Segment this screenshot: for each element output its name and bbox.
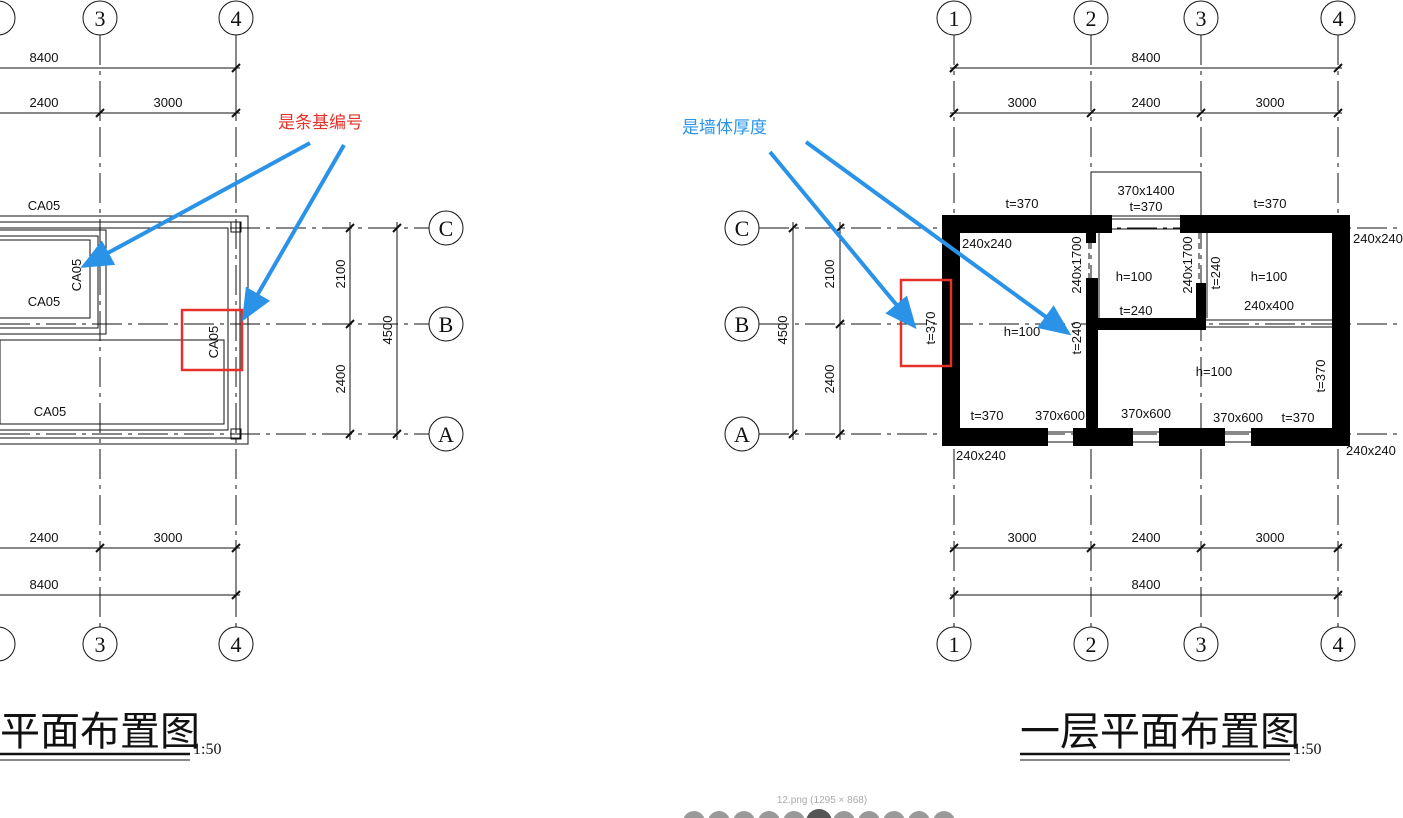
label-t240-vert-mid: t=240: [1069, 322, 1084, 355]
left-plan-labels: 3 4 3 4 C B A 8400 2400 3000 2400 3000 8…: [0, 6, 454, 761]
axis-label-3-top: 3: [95, 6, 106, 31]
thumbnail-dot[interactable]: [933, 811, 955, 818]
dim-top-seg2-r: 2400: [1132, 95, 1161, 110]
label-v1700-a: 240x1700: [1069, 236, 1084, 293]
label-w370x600-c: 370x600: [1213, 410, 1263, 425]
axis-label-4-top-r: 4: [1333, 6, 1344, 31]
dim-top-seg3-r: 3000: [1256, 95, 1285, 110]
thumbnail-dot[interactable]: [858, 811, 880, 818]
axis-label-B-r: B: [735, 312, 750, 337]
label-opening-top: 370x1400: [1117, 183, 1174, 198]
label-h100-c: h=100: [1004, 324, 1041, 339]
strip-label-bottom: CA05: [34, 404, 67, 419]
dim-side-lower-r: 2400: [822, 365, 837, 394]
axis-label-1-top: 1: [949, 6, 960, 31]
note-wall-thickness: 是墙体厚度: [682, 118, 767, 138]
axis-label-3-bottom: 3: [95, 632, 106, 657]
dim-side-total: 4500: [380, 316, 395, 345]
strip-label-vert-left: CA05: [69, 259, 84, 292]
axis-label-2-bottom: 2: [1086, 632, 1097, 657]
label-col-tl: 240x240: [962, 236, 1012, 251]
axis-label-3-bottom-r: 3: [1196, 632, 1207, 657]
dim-bottom-total-r: 8400: [1132, 577, 1161, 592]
label-h100-b: h=100: [1251, 269, 1288, 284]
label-t370-right-vert: t=370: [1313, 360, 1328, 393]
label-t240-mid: t=240: [1120, 303, 1153, 318]
thumbnail-dot[interactable]: [908, 811, 930, 818]
dim-top-seg1-r: 3000: [1008, 95, 1037, 110]
dim-top-seg2: 3000: [154, 95, 183, 110]
label-w370x600-b: 370x600: [1121, 406, 1171, 421]
thumbnail-dot[interactable]: [806, 809, 832, 818]
axis-label-4-top: 4: [231, 6, 242, 31]
label-t370-bottomleft: t=370: [971, 408, 1004, 423]
dim-top-seg1: 2400: [30, 95, 59, 110]
dim-top-total: 8400: [30, 50, 59, 65]
label-t370-left: t=370: [923, 312, 938, 345]
axis-label-4-bottom: 4: [231, 632, 242, 657]
axis-label-C-r: C: [735, 216, 750, 241]
dim-side-upper-r: 2100: [822, 260, 837, 289]
thumbnail-dot[interactable]: [883, 811, 905, 818]
label-col-bl: 240x240: [956, 448, 1006, 463]
dim-bottom-seg3-r: 3000: [1256, 530, 1285, 545]
thumbnail-dot[interactable]: [733, 811, 755, 818]
dim-top-total-r: 8400: [1132, 50, 1161, 65]
thumbnail-dot[interactable]: [758, 811, 780, 818]
right-plan-labels: 1 2 3 4 1 2 3 4 C B A 8400 3000 2400 300…: [682, 6, 1403, 761]
label-t370-topleft: t=370: [1006, 196, 1039, 211]
label-v1700-b: 240x1700: [1180, 236, 1195, 293]
label-t240-vert-right: t=240: [1208, 257, 1223, 290]
right-plan-title: 一层平面布置图: [1020, 709, 1300, 755]
thumbnail-strip[interactable]: [683, 809, 955, 818]
highlight-box-strip-label: [180, 308, 244, 372]
right-plan-scale: 1:50: [1293, 741, 1321, 758]
left-plan-scale: 1:50: [193, 741, 221, 758]
axis-bubble-left-bottom-partial: [0, 626, 16, 662]
axis-label-1-bottom: 1: [949, 632, 960, 657]
label-h100-a: h=100: [1116, 269, 1153, 284]
thumbnail-dot[interactable]: [708, 811, 730, 818]
axis-label-4-bottom-r: 4: [1333, 632, 1344, 657]
dim-bottom-seg1-r: 3000: [1008, 530, 1037, 545]
label-col-br: 240x240: [1346, 443, 1396, 458]
thumbnail-dot[interactable]: [683, 811, 705, 818]
label-col-tr: 240x240: [1353, 231, 1403, 246]
axis-bubble-left-top-partial: [0, 0, 16, 36]
dim-side-total-r: 4500: [775, 316, 790, 345]
axis-label-C: C: [439, 216, 454, 241]
label-opening-top-t: t=370: [1130, 199, 1163, 214]
right-plan-walls: [942, 215, 1350, 446]
label-t370-bottomright: t=370: [1282, 410, 1315, 425]
dim-bottom-seg1: 2400: [30, 530, 59, 545]
dim-bottom-total: 8400: [30, 577, 59, 592]
strip-label-vert-right: CA05: [206, 326, 221, 359]
label-h100-d: h=100: [1196, 364, 1233, 379]
thumbnail-dot[interactable]: [833, 811, 855, 818]
axis-label-3-top-r: 3: [1196, 6, 1207, 31]
note-strip-foundation-id: 是条基编号: [278, 113, 363, 133]
axis-label-2-top: 2: [1086, 6, 1097, 31]
axis-label-A-r: A: [734, 422, 750, 447]
axis-label-A: A: [438, 422, 454, 447]
strip-label-mid: CA05: [28, 294, 61, 309]
dim-bottom-seg2-r: 2400: [1132, 530, 1161, 545]
dim-bottom-seg2: 3000: [154, 530, 183, 545]
label-b240x400: 240x400: [1244, 298, 1294, 313]
strip-label-top: CA05: [28, 198, 61, 213]
label-t370-topright: t=370: [1254, 196, 1287, 211]
image-filename: 12.png (1295 × 868): [777, 795, 867, 806]
dim-side-lower: 2400: [333, 365, 348, 394]
left-plan-title: 平面布置图: [0, 709, 200, 755]
thumbnail-dot[interactable]: [783, 811, 805, 818]
label-w370x600-a: 370x600: [1035, 408, 1085, 423]
axis-label-B: B: [439, 312, 454, 337]
dim-side-upper: 2100: [333, 260, 348, 289]
left-plan: [0, 0, 464, 662]
